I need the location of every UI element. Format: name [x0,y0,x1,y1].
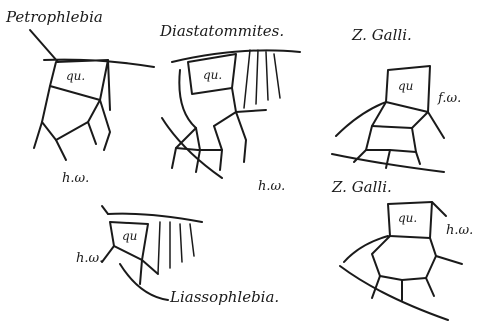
z-galli-lower-vein-a [432,202,446,216]
z-galli-lower-vein-c [372,236,390,276]
diastatommites-vein-c [236,110,266,112]
diastatommites-crossvein-4 [274,54,280,98]
diastatommites-hw-label: h.ω. [258,179,285,194]
z-galli-lower-vein-i [436,256,462,264]
liassophlebia-panel: qu h.ω. Liassophlebia. [76,206,279,306]
liassophlebia-vein-a [102,246,114,262]
diastatommites-title: Diastatommites. [159,22,284,40]
diastatommites-crossvein-2 [256,50,258,104]
z-galli-upper-vein-a [336,102,386,136]
diastatommites-vein-f [214,126,222,170]
diastatommites-crossvein-3 [266,52,268,100]
z-galli-upper-vein-f [366,150,416,152]
z-galli-upper-vein-d [428,112,444,138]
petrophlebia-title: Petrophlebia [5,8,103,26]
diastatommites-vein-b [214,88,236,126]
z-galli-lower-hw-label: h.ω. [446,223,473,238]
z-galli-upper-vein-c [412,112,428,152]
z-galli-lower-vein-e [380,276,426,280]
z-galli-lower-vein-b [344,236,388,262]
z-galli-lower-vein-h [426,278,434,296]
z-galli-lower-vein-d [426,238,436,278]
petrophlebia-hw-label: h.ω. [62,171,89,186]
liassophlebia-title: Liassophlebia. [169,288,279,306]
liassophlebia-crossvein-4 [190,224,194,256]
petrophlebia-vein-d [100,100,110,150]
petrophlebia-vein-f [34,122,42,148]
petrophlebia-vein-g [56,140,66,160]
liassophlebia-costal-vein [108,214,202,222]
liassophlebia-vein-c [142,260,158,274]
diastatommites-cell-label: qu. [203,68,222,82]
liassophlebia-cell-label: qu [122,229,137,243]
liassophlebia-vein-b [140,260,142,284]
z-galli-upper-fw-label: f.ω. [437,91,461,106]
diastatommites-panel: Diastatommites. qu. h.ω. [159,22,300,194]
diastatommites-crossvein-1 [244,50,250,108]
z-galli-lower-panel: Z. Galli. qu. h.ω. [331,178,473,320]
z-galli-upper-vein-e [372,126,412,128]
liassophlebia-pointer-line [102,206,108,214]
liassophlebia-hind-margin [120,264,168,300]
z-galli-lower-title: Z. Galli. [331,178,392,196]
z-galli-upper-cell-label: qu [398,79,413,93]
z-galli-upper-title: Z. Galli. [351,26,412,44]
petrophlebia-vein-b [42,86,56,140]
z-galli-upper-panel: Z. Galli. qu f.ω. [332,26,461,172]
petrophlebia-vein-a [108,60,110,110]
z-galli-lower-cell-label: qu. [398,211,417,225]
liassophlebia-crossvein-1 [158,222,160,274]
z-galli-upper-vein-i [416,152,420,164]
diastatommites-vein-g [236,112,246,162]
petrophlebia-pointer-line [30,30,58,62]
petrophlebia-cell-label: qu. [66,69,85,83]
petrophlebia-vein-e [88,122,96,144]
liassophlebia-crossvein-3 [180,224,182,262]
diastatommites-vein-a [179,70,196,128]
liassophlebia-hw-label: h.ω. [76,251,103,266]
petrophlebia-panel: Petrophlebia qu. h.ω. [5,8,154,186]
diastatommites-hind-margin [162,118,222,178]
